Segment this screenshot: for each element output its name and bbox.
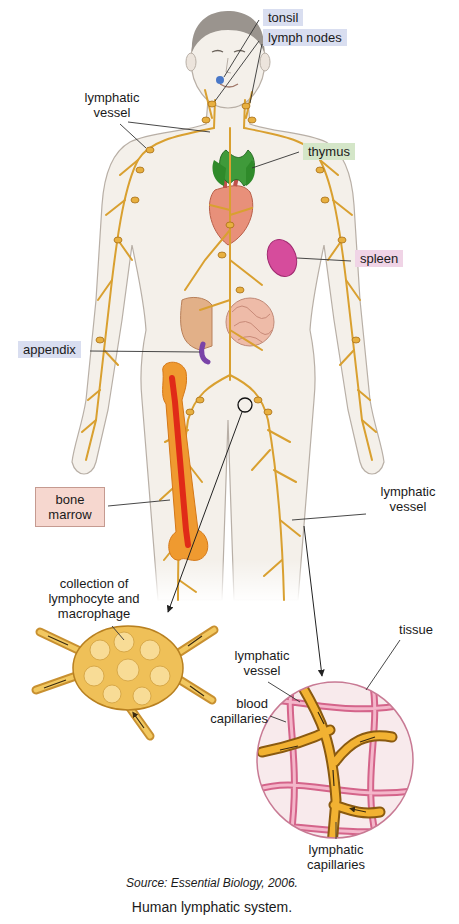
label-text: thymus — [308, 144, 350, 159]
organ-label-box: bone marrow — [35, 487, 105, 527]
leader-lines — [90, 20, 400, 839]
inset-pointer — [304, 526, 322, 676]
lymphatic-vessels — [82, 90, 376, 600]
organ-label-box: appendix — [18, 341, 81, 358]
label-text: appendix — [23, 342, 76, 357]
part-label: lymphatic capillaries — [294, 842, 378, 872]
bone-marrow-femur — [163, 362, 208, 560]
figure-caption: Human lymphatic system. — [2, 900, 422, 915]
part-label: lymphatic vessel — [368, 484, 448, 514]
organ-label-box: thymus — [303, 143, 355, 160]
label-text: bone marrow — [42, 492, 98, 522]
part-label: collection of lymphocyte and macrophage — [38, 576, 150, 621]
organ-label-box: tonsil — [263, 9, 303, 26]
lymph-node-inset — [36, 626, 214, 736]
inset-pointer — [168, 412, 242, 612]
source-note: Source: Essential Biology, 2006. — [2, 876, 422, 891]
body-outline — [72, 11, 384, 602]
tonsil-mark — [216, 76, 224, 84]
lymph-node-marker — [238, 398, 252, 412]
label-text: tonsil — [268, 10, 298, 25]
part-label: tissue — [386, 622, 446, 637]
tissue-inset — [250, 680, 420, 845]
organ-label-box: lymph nodes — [263, 29, 347, 46]
label-text: lymph nodes — [268, 30, 342, 45]
part-label: lymphatic vessel — [72, 90, 152, 120]
organs — [181, 150, 302, 362]
part-label: lymphatic vessel — [222, 648, 302, 678]
organ-label-box: spleen — [355, 250, 403, 267]
label-text: spleen — [360, 251, 398, 266]
lymph-node-dots — [96, 101, 360, 415]
part-label: blood capillaries — [196, 696, 268, 726]
